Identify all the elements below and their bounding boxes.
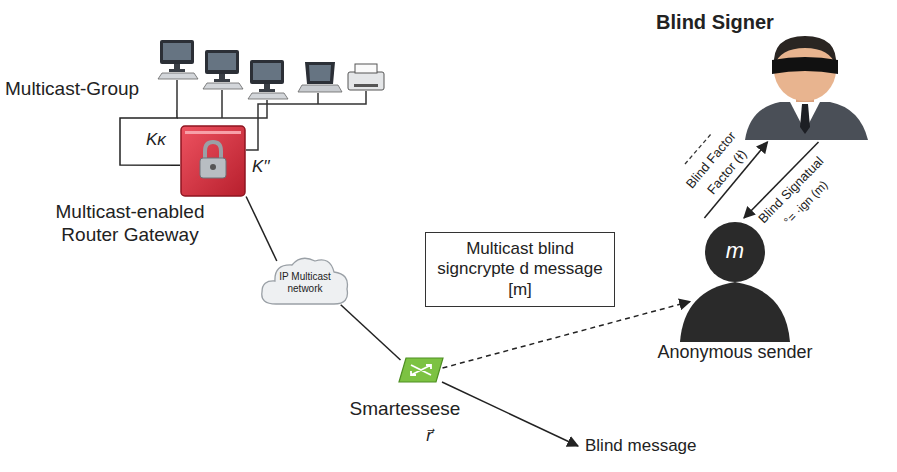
anonymous-sender-figure — [680, 222, 790, 342]
svg-part — [305, 62, 335, 84]
node-text: Multicast-Group — [5, 78, 190, 101]
switch-node: Smartessese — [330, 352, 480, 432]
svg-part — [298, 85, 342, 92]
message-box: Multicast blind signcrypte d message [m] — [425, 232, 615, 307]
svg-part — [680, 282, 790, 342]
svg-part — [399, 358, 443, 382]
blind-message-arrow — [442, 382, 578, 446]
node-text: Anonymous sender — [645, 342, 825, 364]
desktop-computer — [203, 50, 243, 89]
router-gateway: Multicast-enabled Router Gateway — [10, 125, 270, 255]
svg-part — [705, 222, 765, 282]
svg-part — [181, 126, 245, 196]
label-text: r⃗ — [426, 426, 433, 445]
desktop-computer — [248, 60, 288, 99]
switch-icon — [398, 357, 444, 383]
node-text: Multicast-enabled Router Gateway — [30, 201, 230, 247]
svg-part — [309, 65, 331, 81]
svg-part — [355, 64, 377, 73]
svg-part — [205, 142, 221, 159]
multicast-group: Multicast-Group — [5, 32, 305, 110]
connector — [341, 305, 401, 360]
svg-part — [262, 258, 348, 304]
ip-multicast-cloud: IP Multicast network — [258, 252, 352, 312]
network-wire — [246, 91, 366, 150]
label-text: Kκ — [146, 130, 166, 150]
connector — [443, 302, 691, 368]
blind-signer-figure — [745, 36, 868, 140]
laptop — [298, 62, 342, 92]
label-text: K′′ — [252, 157, 270, 177]
router-gateway-icon — [180, 125, 246, 197]
svg-part — [200, 158, 226, 178]
svg-part — [800, 104, 810, 134]
svg-part — [745, 102, 868, 140]
node-text: Blind Signer — [640, 10, 790, 34]
node-text: m — [720, 238, 750, 264]
network-wire — [177, 80, 267, 118]
svg-part — [348, 72, 384, 90]
svg-part — [185, 131, 241, 134]
svg-part — [210, 164, 216, 170]
node-text: Smartessese — [330, 398, 480, 421]
desktop-computer — [158, 40, 198, 79]
anonymous-sender: mAnonymous sender — [645, 218, 825, 370]
blind-signer: Blind Signer — [640, 2, 895, 142]
printer — [348, 64, 384, 90]
node-text: IP Multicast network — [272, 271, 338, 295]
svg-part — [411, 365, 431, 375]
svg-part — [354, 84, 378, 87]
connector — [120, 110, 180, 165]
svg-part — [772, 57, 838, 74]
label-text: Blind message — [585, 436, 697, 456]
connector — [246, 197, 277, 262]
node-text: Multicast blind signcrypte d message [m] — [435, 239, 605, 300]
